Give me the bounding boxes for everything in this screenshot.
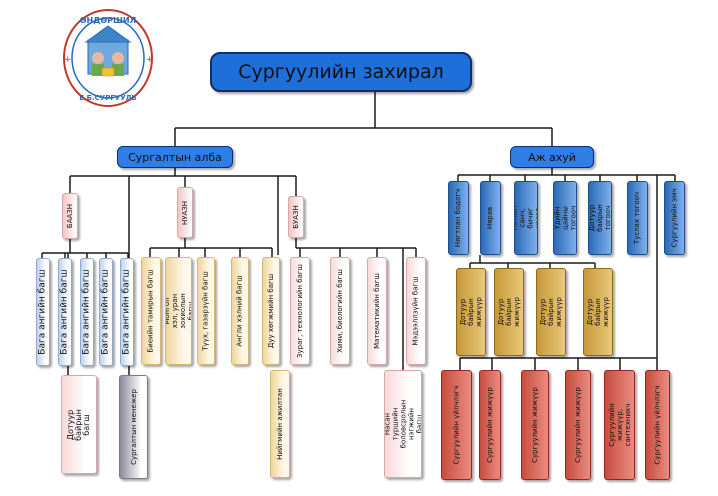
group-nuazn: НУАЗН — [177, 187, 193, 238]
school-logo: + + ӨНДӨРШИЛ Е.Б.СУРГУУЛЬ — [58, 6, 158, 110]
staff-member: Туслах тогооч — [627, 181, 648, 255]
logo-top-text: ӨНДӨРШИЛ — [80, 16, 137, 25]
dorm-worker: Дотуур байрын жижүүр — [583, 268, 613, 356]
baazn-teacher: Бага ангийн багш — [58, 258, 72, 366]
staff-member: Сургуулийн эмч — [664, 181, 685, 255]
lifelong-education-teacher: Насан туршийн боловсролын нэгжийн багш — [384, 370, 422, 478]
logo-bottom-text: Е.Б.СУРГУУЛЬ — [79, 94, 137, 102]
dorm-teacher: Дотуур байрын багш — [61, 375, 97, 474]
school-worker: Сургуулийн жижүүр — [565, 370, 591, 480]
buazn-teacher: Математикийн багш — [367, 257, 387, 365]
training-manager: Сургалтын менежер — [119, 375, 148, 479]
svg-text:+: + — [64, 55, 72, 65]
staff-member: Дотуур байрын тогооч — [588, 181, 612, 255]
branch-training-office: Сургалтын алба — [117, 146, 233, 168]
staff-member: Нягтлан бодогч — [448, 181, 469, 255]
branch-economy: Аж ахуй — [510, 146, 594, 168]
nuazn-teacher: Монгол хэл, уран зохиолын багш — [165, 257, 192, 365]
staff-member: Нярав — [480, 181, 501, 255]
staff-member: Үдийн цайны тогооч — [553, 181, 577, 255]
group-buazn: БУАЗН — [288, 196, 304, 238]
nuazn-teacher: Биеийн тамирын багш — [141, 257, 161, 365]
svg-text:+: + — [146, 55, 154, 65]
baazn-teacher: Бага ангийн багш — [120, 258, 134, 366]
social-worker: Нийгмийн ажилтан — [270, 370, 290, 478]
dorm-worker: Дотуур байрын жижүүр — [536, 268, 566, 356]
staff-member: Номын санч, бичиг хэрэг — [514, 181, 538, 255]
school-worker: Сургуулийн жижүүр — [521, 370, 549, 480]
school-worker: Сургуулийн жижүүр — [479, 370, 501, 480]
root-label: Сургуулийн захирал — [238, 61, 444, 83]
buazn-teacher: Мэдээллзүйн багш — [406, 257, 426, 365]
baazn-teacher: Бага ангийн багш — [99, 258, 113, 366]
group-baazn: БААЗН — [62, 193, 78, 239]
baazn-teacher: Бага ангийн багш — [80, 258, 94, 366]
root-director: Сургуулийн захирал — [210, 52, 472, 92]
nuazn-teacher: Түүх, газарзүйн багш — [197, 257, 215, 365]
dorm-worker: Дотуур байрын жижүүр — [494, 268, 524, 356]
baazn-teacher: Бага ангийн багш — [36, 258, 50, 366]
nuazn-teacher: Англи хэлний багш — [231, 257, 249, 365]
school-worker: Сургуулийн жижүүр, сантехникч — [604, 370, 635, 480]
nuazn-teacher: Дуу хөгжмийн багш — [262, 257, 280, 365]
school-worker: Сургуулийн үйлчлэгч — [645, 370, 670, 480]
school-worker: Сургуулийн үйлчлэгч — [441, 370, 472, 480]
buazn-teacher: Зураг, технологийн багш — [290, 257, 310, 365]
buazn-teacher: Хими, биологийн багш — [330, 257, 350, 365]
dorm-worker: Дотуур байрын жижүүр — [456, 268, 486, 356]
